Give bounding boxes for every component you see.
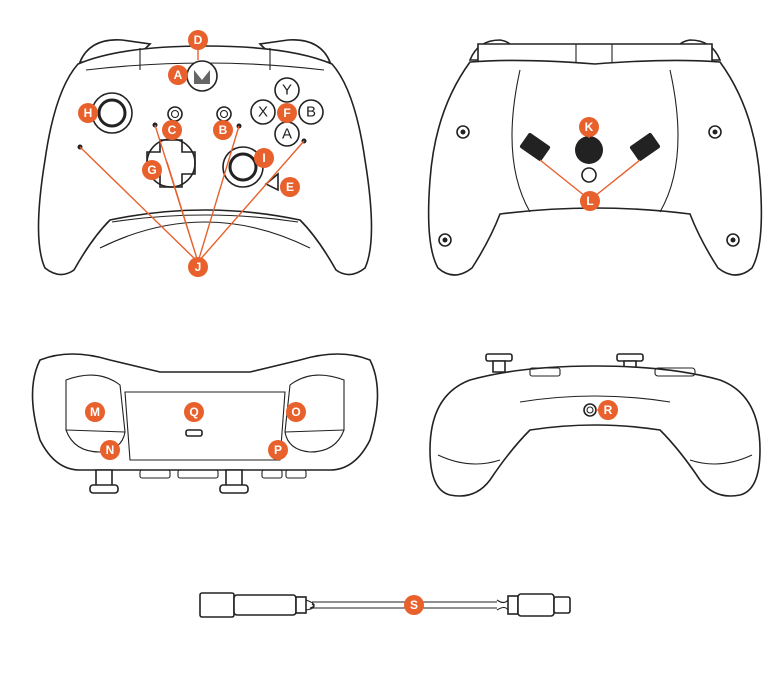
marker-k: K [579, 117, 599, 137]
marker-s: S [404, 595, 424, 615]
marker-k-label: K [585, 120, 594, 134]
controller-back-view [427, 39, 763, 276]
face-button-b-label: B [306, 104, 316, 121]
marker-r-label: R [604, 403, 613, 417]
marker-h-label: H [84, 106, 93, 120]
marker-a: A [168, 65, 188, 85]
marker-e-label: E [286, 180, 294, 194]
marker-m-label: M [90, 405, 100, 419]
marker-b: B [213, 120, 233, 140]
controller-front-view: Y X B A [37, 39, 373, 276]
marker-b-label: B [219, 123, 228, 137]
marker-q: Q [184, 402, 204, 422]
marker-n: N [100, 440, 120, 460]
marker-c-label: C [168, 123, 177, 137]
marker-p: P [268, 440, 288, 460]
usb-cable [199, 592, 571, 618]
marker-l: L [580, 191, 600, 211]
marker-n-label: N [106, 443, 115, 457]
marker-f: F [277, 103, 297, 123]
marker-f-label: F [283, 106, 290, 120]
face-button-x-label: X [258, 104, 268, 121]
marker-i: I [254, 148, 274, 168]
controller-top-view [31, 353, 379, 494]
marker-h: H [78, 103, 98, 123]
marker-g: G [142, 160, 162, 180]
marker-p-label: P [274, 443, 282, 457]
marker-e: E [280, 177, 300, 197]
marker-d-label: D [194, 33, 203, 47]
marker-o-label: O [291, 405, 300, 419]
marker-g-label: G [147, 163, 156, 177]
marker-q-label: Q [189, 405, 198, 419]
marker-m: M [85, 402, 105, 422]
marker-j-label: J [195, 260, 202, 274]
marker-s-label: S [410, 598, 418, 612]
controller-bottom-view [429, 353, 761, 497]
marker-i-label: I [262, 151, 265, 165]
marker-d: D [188, 30, 208, 50]
marker-r: R [598, 400, 618, 420]
marker-o: O [286, 402, 306, 422]
marker-l-label: L [586, 194, 593, 208]
face-button-a-label: A [282, 126, 292, 143]
marker-a-label: A [174, 68, 183, 82]
face-button-y-label: Y [282, 82, 292, 99]
marker-c: C [162, 120, 182, 140]
marker-j: J [188, 257, 208, 277]
